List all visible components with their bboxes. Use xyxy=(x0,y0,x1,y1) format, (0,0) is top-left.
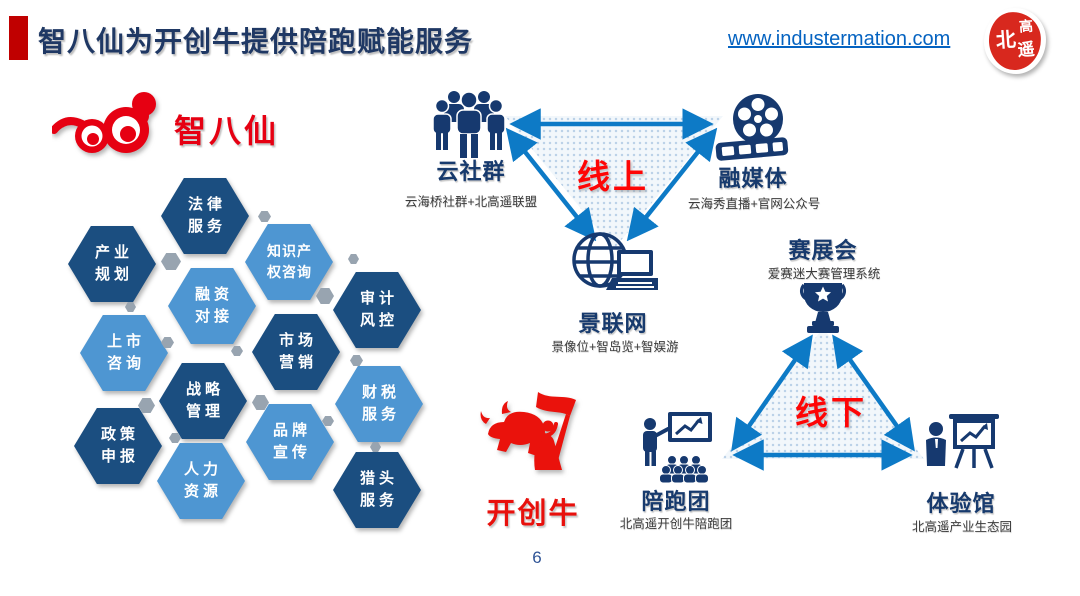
company-seal-logo: 北 高 遥 xyxy=(984,8,1046,74)
connector-hexagon xyxy=(125,302,136,312)
connector-hexagon xyxy=(322,416,334,426)
hexagon-tax-service: 财税服务 xyxy=(335,366,423,442)
hexagon-policy-application: 政策申报 xyxy=(74,408,162,484)
title-accent-bar xyxy=(9,16,28,60)
hexagon-ip-consulting: 知识产权咨询 xyxy=(245,224,333,300)
page-number: 6 xyxy=(532,548,542,567)
offline-label: 线下 xyxy=(795,394,867,431)
connector-hexagon xyxy=(138,398,155,413)
connector-hexagon xyxy=(316,288,334,304)
node-sub-converged-media: 云海秀直播+官网公众号 xyxy=(688,197,821,211)
node-sub-cloud-community: 云海桥社群+北高遥联盟 xyxy=(404,195,538,209)
bull-label: 开创牛 xyxy=(486,498,580,530)
hexagon-brand-promotion: 品牌宣传 xyxy=(246,404,334,480)
hexagon-ipo-consulting: 上市咨询 xyxy=(80,315,168,391)
node-sub-experience-hall: 北高遥产业生态园 xyxy=(911,520,1012,534)
brand-label: 智八仙 xyxy=(174,113,280,149)
person-flipchart-icon xyxy=(926,414,999,469)
connector-hexagon xyxy=(252,395,269,410)
film-reel-icon xyxy=(715,94,789,161)
hexagon-headhunting-service: 猎头服务 xyxy=(333,452,421,528)
hexagon-human-resources: 人力资源 xyxy=(157,443,245,519)
online-label: 线上 xyxy=(577,158,649,195)
hexagon-financing-matching: 融资对接 xyxy=(168,268,256,344)
connector-hexagon xyxy=(348,254,359,264)
page-title: 智八仙为开创牛提供陪跑赋能服务 xyxy=(38,26,474,57)
seal-char: 高 xyxy=(1018,18,1034,36)
connector-hexagon xyxy=(169,433,181,443)
node-label-competition-expo: 赛展会 xyxy=(788,238,858,263)
node-sub-pacer-group: 北高遥开创牛陪跑团 xyxy=(619,517,733,531)
presentation-audience-icon xyxy=(643,412,712,484)
globe-laptop-icon xyxy=(572,232,658,290)
node-label-pacer-group: 陪跑团 xyxy=(641,489,711,514)
website-link[interactable]: www.industermation.com xyxy=(728,28,951,50)
node-label-cloud-community: 云社群 xyxy=(436,159,506,184)
connector-hexagon xyxy=(350,355,363,366)
auspicious-cloud-icon xyxy=(52,92,156,153)
node-label-converged-media: 融媒体 xyxy=(718,166,788,191)
node-sub-scene-internet: 景像位+智岛览+智娱游 xyxy=(551,340,679,354)
connector-hexagon xyxy=(370,442,381,452)
connector-hexagon xyxy=(231,346,243,356)
hexagon-strategy-management: 战略管理 xyxy=(159,363,247,439)
connector-hexagon xyxy=(161,337,174,348)
hexagon-marketing: 市场营销 xyxy=(252,314,340,390)
connector-hexagon xyxy=(161,253,181,270)
hexagon-audit-risk: 审计风控 xyxy=(333,272,421,348)
hexagon-industry-planning: 产业规划 xyxy=(68,226,156,302)
node-label-scene-internet: 景联网 xyxy=(578,311,648,336)
node-label-experience-hall: 体验馆 xyxy=(926,491,996,516)
node-sub-competition-expo: 爱赛迷大赛管理系统 xyxy=(767,267,881,281)
seal-char: 北 xyxy=(995,26,1017,53)
connector-hexagon xyxy=(258,211,271,222)
trophy-icon xyxy=(799,283,847,333)
hexagon-legal-service: 法律服务 xyxy=(161,178,249,254)
red-bull-icon xyxy=(480,392,576,470)
seal-char: 遥 xyxy=(1016,39,1036,61)
people-group-icon xyxy=(432,91,506,158)
